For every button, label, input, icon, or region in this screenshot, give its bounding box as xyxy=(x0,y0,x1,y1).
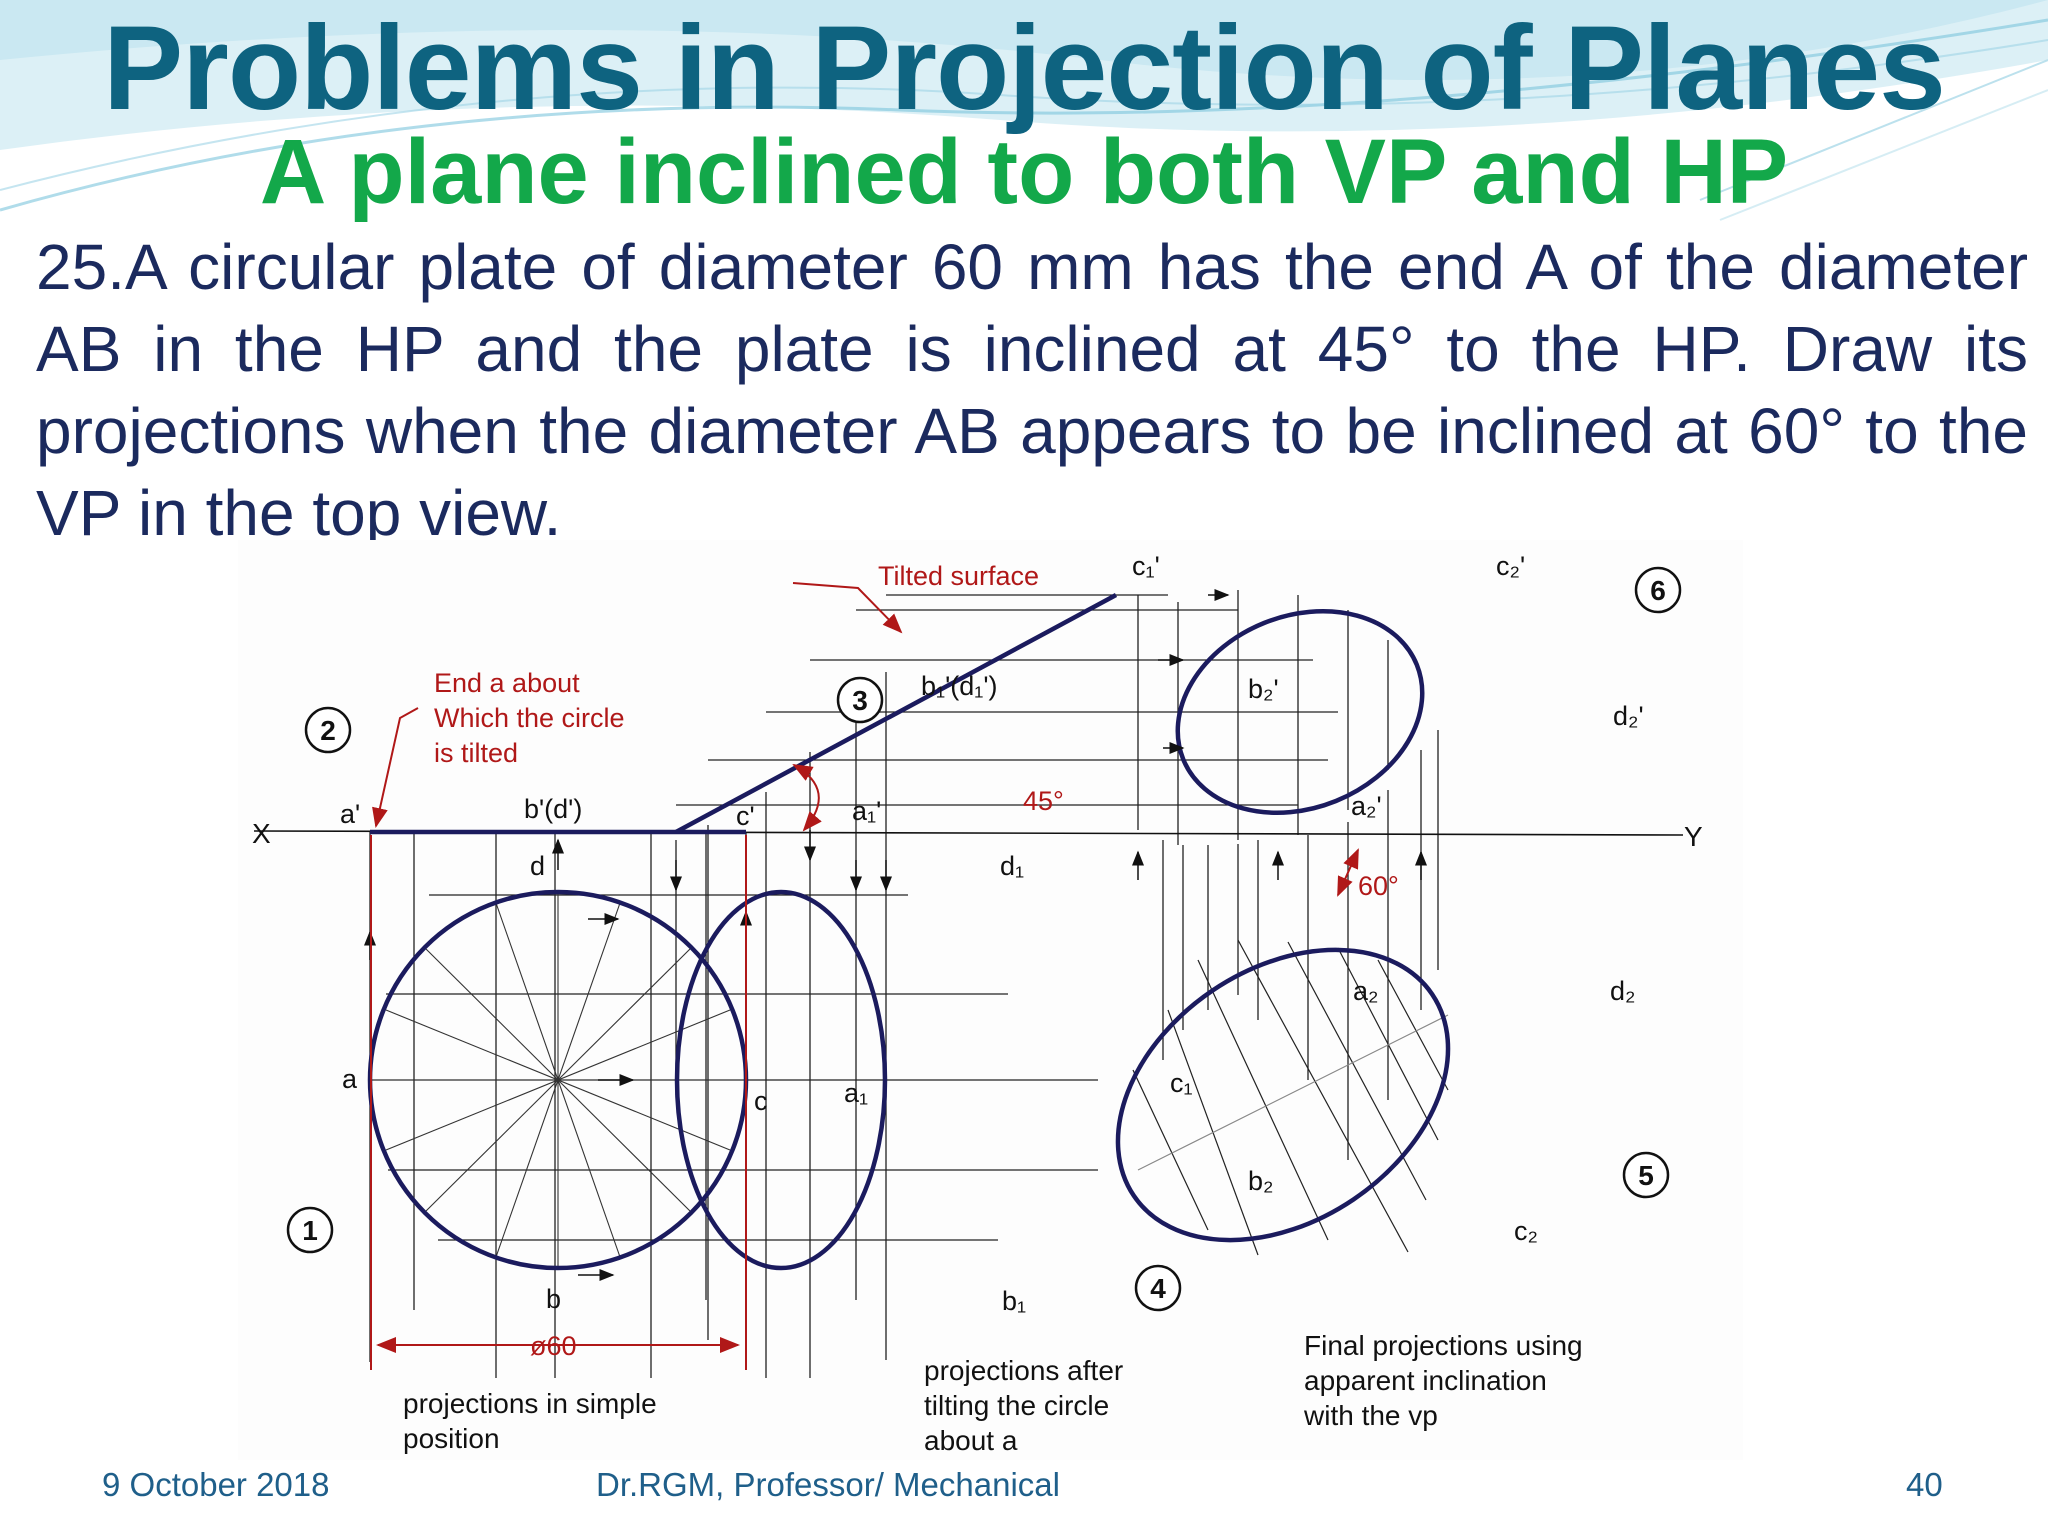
label-a2-prime: a₂' xyxy=(1351,791,1382,821)
end-a-note-line-1: End a about xyxy=(434,668,580,698)
problem-statement: 25.A circular plate of diameter 60 mm ha… xyxy=(36,231,2028,549)
step-3-number: 3 xyxy=(852,685,868,716)
footer-page-number: 40 xyxy=(1906,1466,1943,1503)
label-c2: c₂ xyxy=(1514,1216,1538,1246)
step-1-marker xyxy=(286,1206,334,1254)
label-a1-prime: a₁' xyxy=(852,796,881,826)
slide-subtitle: A plane inclined to both VP and HP xyxy=(259,121,1789,223)
step-4-marker xyxy=(1134,1264,1182,1312)
caption-simple-line-1: projections in simple xyxy=(403,1388,657,1419)
label-b1: b₁ xyxy=(1002,1286,1026,1316)
label-c-prime: c' xyxy=(736,801,755,831)
step-5-marker xyxy=(1622,1151,1670,1199)
step-2-number: 2 xyxy=(320,715,336,746)
footer-date: 9 October 2018 xyxy=(102,1466,330,1503)
label-a1: a₁ xyxy=(844,1078,868,1108)
final-front-view-ellipse xyxy=(1175,608,1425,816)
end-a-note-line-2: Which the circle xyxy=(434,703,625,733)
slide-title: Problems in Projection of Planes xyxy=(103,1,1946,135)
angle-45-arc xyxy=(792,764,822,832)
label-d2-prime: d₂' xyxy=(1613,701,1644,731)
tilted-surface-note: Tilted surface xyxy=(878,561,1039,591)
caption-tilted-line-1: projections after xyxy=(924,1355,1123,1386)
tilted-top-view-ellipse xyxy=(674,889,888,1271)
caption-tilted-line-3: about a xyxy=(924,1425,1018,1456)
caption-tilted-line-2: tilting the circle xyxy=(924,1390,1109,1421)
label-b-prime-d-prime: b'(d') xyxy=(524,794,582,824)
tilted-surface-pointer-arrow xyxy=(792,582,903,634)
label-b1-prime-d1-prime: b₁'(d₁') xyxy=(921,671,998,701)
label-a: a xyxy=(342,1064,358,1094)
angle-60-arc xyxy=(1337,848,1359,897)
header-wave-decoration xyxy=(0,0,2048,221)
label-d1: d₁ xyxy=(1000,851,1024,881)
step-6-marker xyxy=(1634,566,1682,614)
angle-60-label: 60° xyxy=(1358,871,1399,901)
step-3-marker xyxy=(836,676,884,724)
step-1-number: 1 xyxy=(302,1215,318,1246)
label-b2-prime: b₂' xyxy=(1248,674,1279,704)
label-b2: b₂ xyxy=(1248,1166,1274,1196)
caption-final-line-2: apparent inclination xyxy=(1304,1365,1547,1396)
caption-final-line-3: with the vp xyxy=(1303,1400,1438,1431)
diameter-label: ø60 xyxy=(530,1331,577,1361)
label-b: b xyxy=(546,1284,561,1314)
caption-simple-line-2: position xyxy=(403,1423,500,1454)
step-2-marker xyxy=(304,706,352,754)
label-c1-prime: c₁' xyxy=(1132,551,1160,581)
circle-division-lines xyxy=(370,892,746,1268)
projection-diagram: X Y xyxy=(238,540,1743,1460)
step-4-number: 4 xyxy=(1150,1273,1166,1304)
xy-label-x: X xyxy=(252,818,271,849)
end-a-pointer-arrow xyxy=(372,707,419,828)
xy-label-y: Y xyxy=(1684,821,1703,852)
label-a-prime: a' xyxy=(340,799,360,829)
footer-author: Dr.RGM, Professor/ Mechanical xyxy=(596,1466,1060,1503)
step-5-number: 5 xyxy=(1638,1160,1654,1191)
projector-lines xyxy=(369,590,1439,1378)
step-6-number: 6 xyxy=(1650,575,1666,606)
apparent-diameter-line xyxy=(1137,1014,1449,1171)
label-c: c xyxy=(754,1086,768,1116)
label-c1: c₁ xyxy=(1170,1068,1193,1098)
label-a2: a₂ xyxy=(1353,976,1379,1006)
label-c2-prime: c₂' xyxy=(1496,551,1525,581)
label-d: d xyxy=(530,851,545,881)
final-top-view-ellipse xyxy=(1115,947,1451,1243)
caption-final-line-1: Final projections using xyxy=(1304,1330,1583,1361)
angle-45-label: 45° xyxy=(1023,786,1064,816)
tilted-front-view-line xyxy=(674,593,1118,834)
diagram-paper xyxy=(238,540,1743,1460)
end-a-note-line-3: is tilted xyxy=(434,738,518,768)
label-d2: d₂ xyxy=(1610,976,1636,1006)
